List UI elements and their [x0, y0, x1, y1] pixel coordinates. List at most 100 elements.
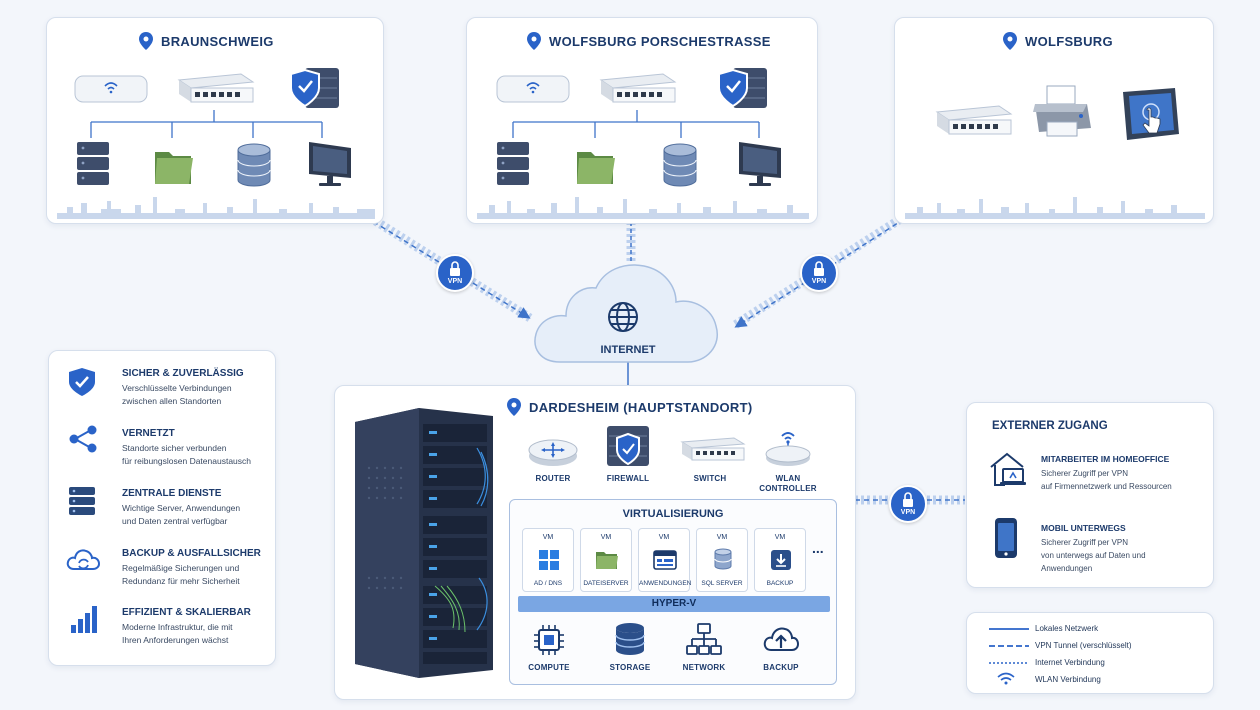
city-skyline	[477, 197, 809, 219]
vpn-label: VPN	[900, 509, 916, 516]
vm-name: DATEISERVER	[583, 580, 629, 587]
home-office-desc: Sicherer Zugriff per VPN	[1041, 469, 1128, 478]
switch-icon	[935, 105, 1013, 135]
vpn-lock-badge-left: VPN	[436, 254, 474, 292]
hyperv-label: HYPER-V	[651, 598, 697, 609]
database-icon	[663, 143, 697, 187]
site-panel-hq: DARDESHEIM (HAUPTSTANDORT) ROUTER FIREWA…	[334, 385, 856, 700]
vm-tag: VM	[716, 534, 728, 541]
switch-icon	[177, 73, 255, 103]
site-name: WOLFSBURG PORSCHESTRASSE	[549, 33, 771, 49]
server-rack-icon	[355, 408, 493, 678]
legend-internet-line	[989, 662, 1029, 664]
feature-title: SICHER & ZUVERLÄSSIG	[122, 368, 244, 379]
vm-tag: VM	[600, 534, 612, 541]
vm-card: VM AD / DNS	[522, 528, 574, 592]
wifi-router-icon	[74, 75, 148, 103]
mobile-desc: Anwendungen	[1041, 564, 1093, 573]
database-icon	[237, 143, 271, 187]
site-panel-braunschweig: BRAUNSCHWEIG	[46, 17, 384, 224]
site-title-wolfsburg: WOLFSBURG	[1003, 32, 1113, 50]
legend-wlan: WLAN Verbindung	[1035, 675, 1101, 684]
smartphone-icon	[995, 518, 1017, 558]
hyperv-bar: HYPER-V	[518, 596, 830, 612]
site-panel-wolfsburg: WOLFSBURG	[894, 17, 1214, 224]
bar-chart-icon	[71, 606, 97, 633]
vm-name: ANWENDUNGEN	[639, 580, 692, 587]
printer-icon	[1033, 85, 1091, 137]
folder-icon	[596, 552, 618, 569]
resource-label: COMPUTE	[528, 663, 570, 672]
extern-panel: EXTERNER ZUGANG MITARBEITER IM HOMEOFFIC…	[966, 402, 1214, 588]
network-icon	[686, 623, 722, 655]
vm-card: VM BACKUP	[754, 528, 806, 592]
vm-name: BACKUP	[766, 580, 794, 587]
feature-desc: Wichtige Server, Anwendungen	[122, 503, 241, 513]
feature-title: VERNETZT	[122, 428, 175, 439]
internet-label: INTERNET	[600, 344, 656, 356]
site-title-hq: DARDESHEIM (HAUPTSTANDORT)	[507, 398, 753, 416]
legend-internet: Internet Verbindung	[1035, 658, 1105, 667]
vm-name: AD / DNS	[533, 580, 563, 587]
feature-desc: Moderne Infrastruktur, die mit	[122, 622, 233, 632]
feature-desc: Redundanz für mehr Sicherheit	[122, 576, 240, 586]
storage-icon	[615, 623, 645, 655]
wlan-controller-icon	[765, 432, 811, 466]
monitor-icon	[739, 142, 781, 186]
legend-panel: Lokales Netzwerk VPN Tunnel (verschlüsse…	[966, 612, 1214, 694]
city-skyline	[57, 197, 375, 219]
download-backup-icon	[771, 550, 791, 570]
router-icon	[528, 439, 578, 466]
location-pin-icon	[507, 398, 521, 416]
more-vms-ellipsis: ...	[812, 540, 824, 556]
cloud-sync-icon	[66, 549, 101, 570]
device-label-router: ROUTER	[535, 474, 571, 483]
device-label-firewall: FIREWALL	[606, 474, 650, 483]
share-icon	[69, 425, 97, 453]
windows-icon	[539, 550, 559, 570]
mobile-desc: von unterwegs auf Daten und	[1041, 551, 1146, 560]
wifi-router-icon	[496, 75, 570, 103]
vm-tag: VM	[542, 534, 554, 541]
lock-icon	[903, 492, 913, 507]
vm-tag: VM	[658, 534, 670, 541]
site-name: BRAUNSCHWEIG	[161, 33, 274, 49]
firewall-server-icon	[607, 426, 649, 466]
legend-vpn: VPN Tunnel (verschlüsselt)	[1035, 641, 1132, 650]
internet-cloud: INTERNET	[530, 258, 726, 366]
vpn-lock-badge-right: VPN	[800, 254, 838, 292]
legend-lokal: Lokales Netzwerk	[1035, 624, 1099, 633]
wifi-icon	[997, 672, 1015, 685]
lock-icon	[814, 261, 824, 276]
location-pin-icon	[1003, 32, 1017, 50]
resource-label: BACKUP	[763, 663, 799, 672]
site-name: WOLFSBURG	[1025, 33, 1113, 49]
virtualisierung-title: VIRTUALISIERUNG	[622, 508, 724, 520]
lan-tree	[512, 110, 760, 138]
mobile-desc: Sicherer Zugriff per VPN	[1041, 538, 1128, 547]
firewall-server-icon	[718, 68, 767, 108]
application-window-icon	[653, 550, 677, 570]
location-pin-icon	[527, 32, 541, 50]
sql-database-icon	[714, 548, 732, 570]
location-pin-icon	[139, 32, 153, 50]
home-office-title: MITARBEITER IM HOMEOFFICE	[1041, 454, 1170, 464]
vm-card: VM SQL SERVER	[696, 528, 748, 592]
vpn-label: VPN	[811, 278, 827, 285]
mobile-title: MOBIL UNTERWEGS	[1041, 523, 1126, 533]
feature-desc: und Daten zentral verfügbar	[122, 516, 228, 526]
feature-title: ZENTRALE DIENSTE	[122, 488, 222, 499]
feature-desc: Verschlüsselte Verbindungen	[122, 383, 232, 393]
legend-vpn-line	[989, 645, 1029, 647]
firewall-server-icon	[290, 68, 339, 108]
device-label-wlan-2: CONTROLLER	[759, 484, 817, 493]
switch-icon	[680, 437, 746, 461]
device-label-wlan-1: WLAN	[775, 474, 801, 483]
vm-card: VM DATEISERVER	[580, 528, 632, 592]
feature-title: BACKUP & AUSFALLSICHER	[122, 548, 261, 559]
feature-desc: zwischen allen Standorten	[122, 396, 222, 406]
site-title-porsche: WOLFSBURG PORSCHESTRASSE	[527, 32, 771, 50]
home-office-icon	[990, 452, 1026, 486]
vm-tag: VM	[774, 534, 786, 541]
city-skyline	[905, 197, 1205, 219]
